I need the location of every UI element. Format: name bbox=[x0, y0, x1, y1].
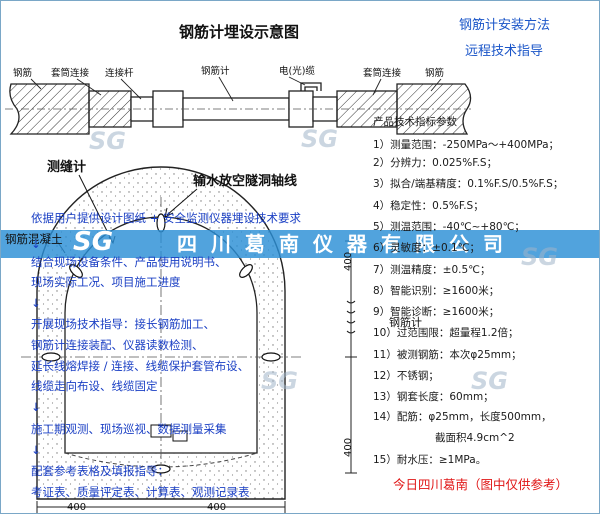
label-rebar-left: 钢筋 bbox=[13, 68, 33, 79]
spec-item: 14）配筋：φ25mm，长度500mm， bbox=[373, 411, 552, 423]
meter-marker-upper-right bbox=[239, 264, 253, 278]
meter-marker-invert bbox=[151, 464, 171, 474]
banner-company: 四川葛南仪器有限公司 bbox=[177, 232, 517, 256]
label-rebar-meter-right: 钢筋计 bbox=[389, 316, 422, 329]
watermark-logo-5: SG bbox=[521, 243, 558, 271]
meter-marker-left bbox=[41, 352, 61, 362]
watermark-logo-4: SG bbox=[471, 367, 508, 395]
spec-item: 6）灵敏度：±0.1℃； bbox=[373, 242, 480, 254]
process-step: 现场实际工况、项目施工进度 bbox=[31, 275, 181, 289]
process-step: 延长线熔焊接 / 连接、线缆保护套管布设、 bbox=[31, 359, 250, 373]
spec-item: 13）钢套长度：60mm； bbox=[373, 391, 494, 403]
spec-item: 2）分辨力：0.025%F.S； bbox=[373, 157, 498, 169]
dimension-line-bottom bbox=[36, 501, 286, 513]
process-step: 线缆走向布设、线缆固定 bbox=[31, 379, 158, 393]
side-title-line2: 远程技术指导 bbox=[465, 44, 544, 59]
process-arrow: ↓ bbox=[31, 443, 41, 457]
label-tunnel-axis: 输水放空隧洞轴线 bbox=[193, 174, 298, 189]
footer-note: 今日四川葛南（图中仅供参考） bbox=[393, 477, 569, 492]
label-joint-meter: 测缝计 bbox=[47, 160, 87, 175]
watermark-logo-2: SG bbox=[301, 125, 338, 153]
process-step: 配套参考表格及填报指导： bbox=[31, 464, 169, 478]
meter-marker-right bbox=[261, 352, 281, 362]
watermark-logo-3: SG bbox=[261, 367, 298, 395]
process-arrow: ↓ bbox=[31, 400, 41, 414]
spec-heading: 产品技术指标参数 bbox=[373, 116, 457, 128]
process-step: 结合现场设备条件、产品使用说明书、 bbox=[31, 255, 227, 269]
dim-400-bottom-left: 400 bbox=[67, 502, 87, 513]
spec-item: 10）过范围限：超量程1.2倍； bbox=[373, 327, 519, 339]
spec-item: 3）拟合/端基精度：0.1%F.S/0.5%F.S； bbox=[373, 178, 564, 190]
spec-item: 1）测量范围：-250MPa～+400MPa； bbox=[373, 139, 560, 151]
label-sleeve-right: 套筒连接 bbox=[363, 68, 402, 79]
process-step: 考证表、质量评定表、计算表、观测记录表 bbox=[31, 485, 250, 499]
spec-item: 8）智能识别：≥1600米； bbox=[373, 285, 500, 297]
spec-item: 5）测温范围：-40℃~+80℃； bbox=[373, 221, 525, 233]
label-rebar-concrete: 钢筋混凝土 bbox=[5, 232, 63, 246]
process-arrow: ↓ bbox=[31, 237, 41, 251]
process-arrow: ↓ bbox=[31, 296, 41, 310]
spec-item: 7）测温精度：±0.5℃； bbox=[373, 264, 491, 276]
spec-item: 9）智能诊断：≥1600米； bbox=[373, 306, 500, 318]
process-step: 依据用户提供设计图纸 + 安全监测仪器埋设技术要求 bbox=[31, 211, 301, 225]
rebar-assembly bbox=[5, 76, 472, 135]
process-step: 施工期观测、现场巡视、数据测量采集 bbox=[31, 422, 227, 436]
side-title-line1: 钢筋计安装方法 bbox=[459, 18, 551, 33]
label-connecting-rod: 连接杆 bbox=[105, 68, 134, 79]
spec-item: 15）耐水压：≥1MPa。 bbox=[373, 454, 487, 466]
process-step: 开展现场技术指导：接长钢筋加工、 bbox=[31, 317, 215, 331]
label-rebar-right: 钢筋 bbox=[425, 68, 445, 79]
figure-title: 钢筋计埋设示意图 bbox=[179, 23, 300, 41]
banner-logo: SG bbox=[73, 227, 114, 257]
spec-item: 11）被测钢筋：本次φ25mm； bbox=[373, 349, 522, 361]
company-banner-bg bbox=[1, 230, 599, 258]
spec-item: 4）稳定性：0.5%F.S； bbox=[373, 200, 484, 212]
cable-stub bbox=[300, 82, 322, 91]
dim-400-bottom-right: 400 bbox=[207, 502, 227, 513]
spec-item: 12）不锈钢； bbox=[373, 370, 439, 382]
process-step: 钢筋计连接装配、仪器读数检测、 bbox=[31, 338, 204, 352]
watermark-logo-1: SG bbox=[89, 127, 126, 155]
dim-400-right-lower: 400 bbox=[343, 437, 354, 457]
label-cable: 电(光)缆 bbox=[279, 66, 315, 77]
meter-marker-upper-left bbox=[69, 264, 83, 278]
label-sleeve-left: 套筒连接 bbox=[51, 68, 90, 79]
label-rebar-meter: 钢筋计 bbox=[201, 66, 230, 77]
spec-item: 截面积4.9cm^2 bbox=[435, 432, 515, 444]
